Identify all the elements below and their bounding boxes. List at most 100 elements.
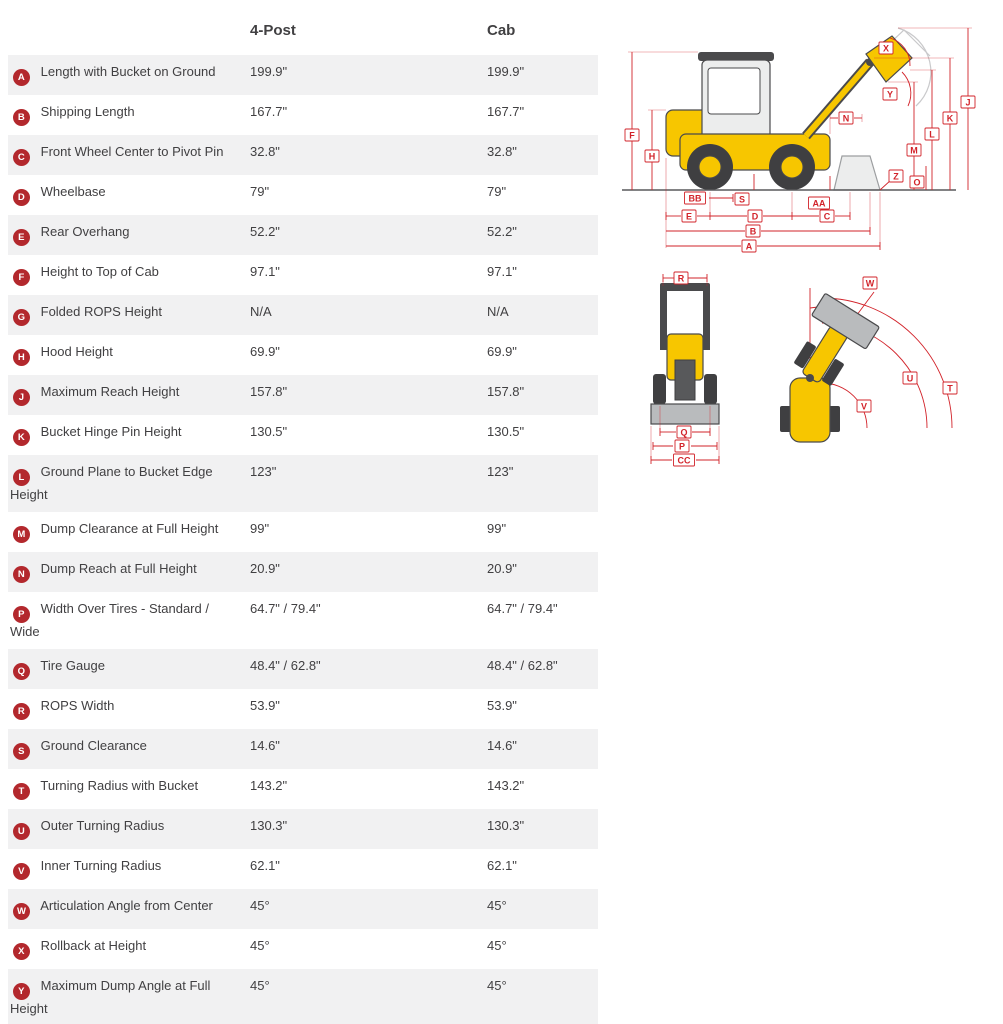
dimension-badge: P xyxy=(13,606,30,623)
spec-value-cab: 45° xyxy=(487,978,507,993)
dimension-badge: S xyxy=(13,743,30,760)
svg-text:P: P xyxy=(679,442,685,452)
dimension-badge: B xyxy=(13,109,30,126)
spec-label-text: Ground Plane to Bucket Edge Height xyxy=(10,464,213,502)
dim-label-S: S xyxy=(734,192,750,206)
table-header: 4-Post Cab xyxy=(8,12,598,55)
spec-label-text: Folded ROPS Height xyxy=(40,304,163,319)
spec-label-text: Tire Gauge xyxy=(40,658,105,673)
dimension-badge: C xyxy=(13,149,30,166)
dim-label-J: J xyxy=(960,95,976,109)
spec-label: A Length with Bucket on Ground xyxy=(8,63,250,86)
svg-text:Q: Q xyxy=(680,428,687,438)
spec-value-4post: 79" xyxy=(250,184,270,199)
svg-text:A: A xyxy=(746,242,753,252)
spec-label: W Articulation Angle from Center xyxy=(8,897,250,920)
spec-label-text: Hood Height xyxy=(40,344,113,359)
spec-label: N Dump Reach at Full Height xyxy=(8,560,250,583)
svg-text:K: K xyxy=(947,114,954,124)
dimension-badge: M xyxy=(13,526,30,543)
spec-label: V Inner Turning Radius xyxy=(8,857,250,880)
spec-label-text: Width Over Tires - Standard / Wide xyxy=(10,601,209,639)
spec-value-cab: 62.1" xyxy=(487,858,517,873)
spec-value-cab: 130.3" xyxy=(487,818,525,833)
spec-value-4post: N/A xyxy=(250,304,272,319)
dimension-badge: H xyxy=(13,349,30,366)
spec-label: K Bucket Hinge Pin Height xyxy=(8,423,250,446)
spec-label: S Ground Clearance xyxy=(8,737,250,760)
dim-label-BB: BB xyxy=(684,191,706,205)
articulation-hinge xyxy=(806,374,814,382)
cab-roof xyxy=(698,52,774,61)
spec-value-cab: 14.6" xyxy=(487,738,517,753)
svg-text:V: V xyxy=(861,402,867,412)
spec-label: H Hood Height xyxy=(8,343,250,366)
spec-label: R ROPS Width xyxy=(8,697,250,720)
loader-machine-front xyxy=(650,283,720,425)
cab-window xyxy=(707,67,761,115)
spec-value-4post: 48.4" / 62.8" xyxy=(250,658,321,673)
dim-label-C: C xyxy=(819,209,835,223)
svg-text:W: W xyxy=(866,279,875,289)
spec-value-cab: 52.2" xyxy=(487,224,517,239)
spec-value-4post: 167.7" xyxy=(250,104,288,119)
spec-label-text: Rear Overhang xyxy=(40,224,130,239)
spec-value-cab: 167.7" xyxy=(487,104,525,119)
dimension-badge: A xyxy=(13,69,30,86)
bucket-front xyxy=(650,403,720,425)
spec-value-4post: 62.1" xyxy=(250,858,280,873)
svg-text:S: S xyxy=(739,195,745,205)
svg-text:R: R xyxy=(678,274,685,284)
dim-label-Z: Z xyxy=(888,169,904,183)
dim-label-N: N xyxy=(838,111,854,125)
dim-label-R: R xyxy=(673,271,689,285)
dim-label-A: A xyxy=(741,239,757,253)
dim-label-P: P xyxy=(674,439,690,453)
spec-label-text: Inner Turning Radius xyxy=(40,858,162,873)
spec-table: 4-Post Cab A Length with Bucket on Groun… xyxy=(8,12,598,1024)
spec-value-4post: 143.2" xyxy=(250,778,288,793)
spec-label-text: Rollback at Height xyxy=(40,938,147,953)
front-wheel-right xyxy=(822,359,844,386)
spec-value-4post: 130.3" xyxy=(250,818,288,833)
spec-value-cab: 20.9" xyxy=(487,561,517,576)
tire-left xyxy=(653,374,666,404)
dim-label-V: V xyxy=(856,399,872,413)
spec-label: U Outer Turning Radius xyxy=(8,817,250,840)
spec-label-text: Articulation Angle from Center xyxy=(40,898,213,913)
spec-label-text: Shipping Length xyxy=(40,104,135,119)
spec-value-cab: 32.8" xyxy=(487,144,517,159)
spec-label: X Rollback at Height xyxy=(8,937,250,960)
spec-label: E Rear Overhang xyxy=(8,223,250,246)
spec-value-4post: 20.9" xyxy=(250,561,280,576)
spec-value-4post: 45° xyxy=(250,978,270,993)
spec-label-text: Turning Radius with Bucket xyxy=(40,778,199,793)
dimension-badge: N xyxy=(13,566,30,583)
spec-value-cab: 97.1" xyxy=(487,264,517,279)
spec-label: Q Tire Gauge xyxy=(8,657,250,680)
svg-text:L: L xyxy=(929,130,935,140)
dim-label-Q: Q xyxy=(676,425,692,439)
spec-label-text: Height to Top of Cab xyxy=(40,264,159,279)
spec-value-cab: 130.5" xyxy=(487,424,525,439)
spec-label: P Width Over Tires - Standard / Wide xyxy=(8,600,250,640)
front-hub xyxy=(780,155,804,179)
spec-value-4post: 99" xyxy=(250,521,270,536)
svg-text:T: T xyxy=(947,384,953,394)
rear-hub xyxy=(698,155,722,179)
dimension-badge: R xyxy=(13,703,30,720)
rops-post-right xyxy=(703,288,710,350)
